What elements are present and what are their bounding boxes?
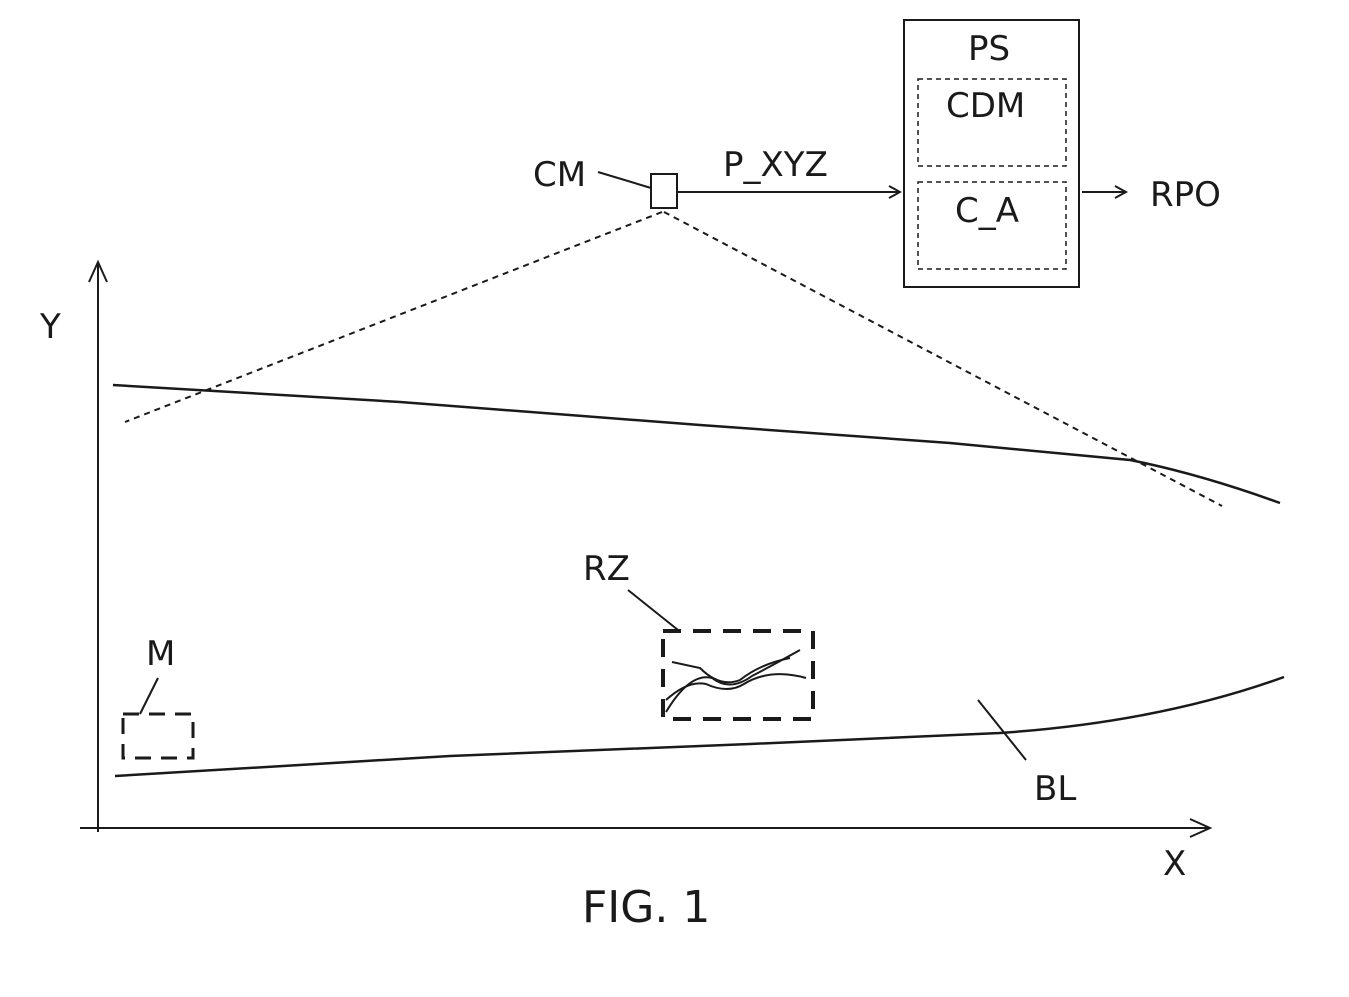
- boundary-line: [115, 677, 1284, 776]
- figure-caption: FIG. 1: [582, 882, 710, 933]
- bl-leader-line: [978, 700, 1026, 760]
- cdm-label: CDM: [946, 86, 1025, 126]
- camera-field-of-view: [125, 212, 1222, 506]
- ps-label: PS: [968, 29, 1010, 69]
- camera-leader-line: [598, 172, 651, 188]
- camera-label: CM: [533, 155, 586, 195]
- c-a-label: C_A: [955, 191, 1019, 231]
- camera-box: [651, 174, 677, 208]
- m-leader-line: [140, 678, 158, 714]
- y-axis-label: Y: [39, 307, 61, 347]
- rz-leader-line: [628, 590, 678, 630]
- axes: [80, 262, 1210, 837]
- rpo-label: RPO: [1150, 175, 1221, 215]
- bl-label: BL: [1034, 769, 1076, 809]
- rz-label: RZ: [583, 549, 630, 589]
- m-label: M: [146, 634, 175, 674]
- p-xyz-label: P_XYZ: [723, 145, 828, 185]
- rz-region-curves: [666, 650, 806, 712]
- x-axis-label: X: [1163, 844, 1186, 884]
- m-marker-box: [123, 714, 193, 758]
